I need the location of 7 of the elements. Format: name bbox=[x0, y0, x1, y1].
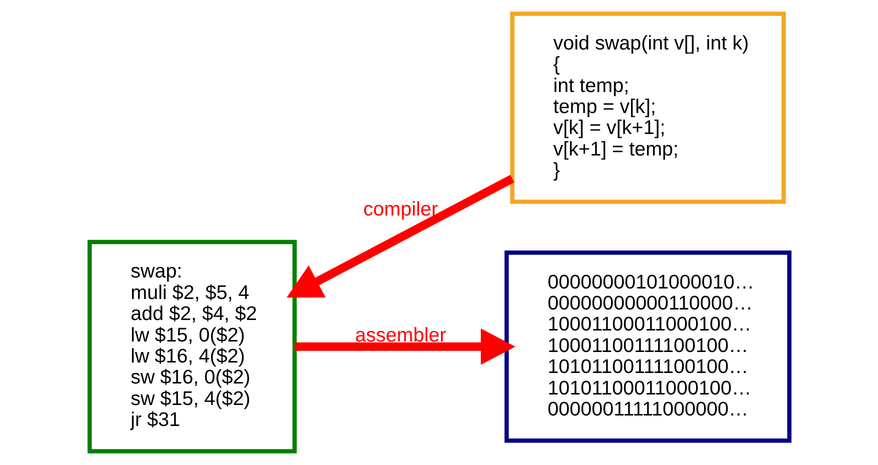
node-box: void swap(int v[], int k) { int temp; temp = v[k]; v[k] = v[k+1]; v[k+1] = temp; } bbox=[510, 12, 786, 204]
node-box: 00000000101000010… 00000000000110000… 10001100011000100… 10001100111100100… 10101100111100100… 10101100011000100… 00000011111000000… bbox=[504, 250, 791, 443]
arrow bbox=[294, 328, 515, 365]
edge-label: assembler bbox=[354, 324, 446, 346]
arrow bbox=[286, 174, 514, 298]
edge-label: compiler bbox=[362, 198, 438, 220]
node-box: swap: muli $2, $5, 4 add $2, $4, $2 lw $15, 0($2) lw $16, 4($2) sw $16, 0($2) sw $15, 4($2) jr $31 bbox=[87, 240, 296, 454]
